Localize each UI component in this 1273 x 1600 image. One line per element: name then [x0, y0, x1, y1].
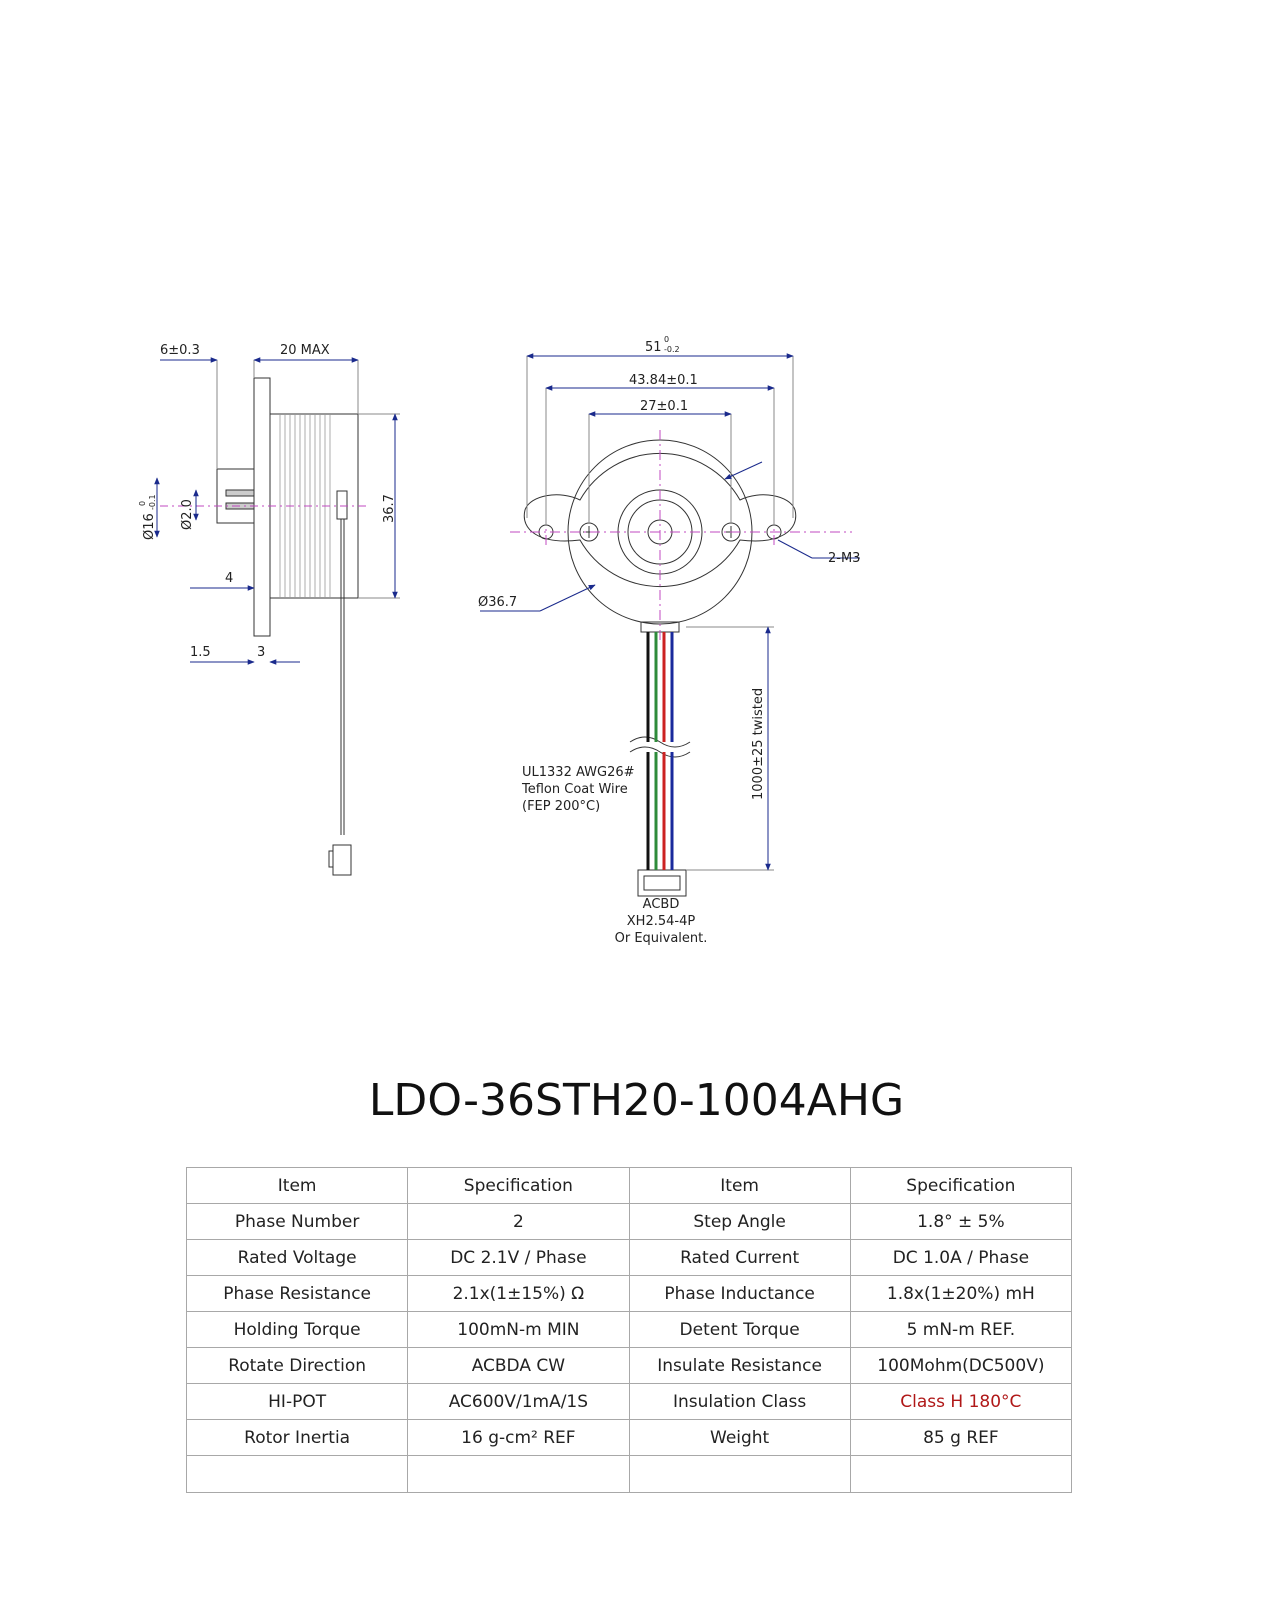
spec-value-cell: 1.8° ± 5% [849, 1203, 1073, 1240]
spec-item-cell: Rated Voltage [185, 1239, 409, 1276]
connector-note-line-3: Or Equivalent. [615, 931, 708, 946]
dim-body-height: 36.7 [382, 494, 397, 523]
dim-screw-spacing: 27±0.1 [640, 399, 688, 414]
side-shaft [225, 489, 255, 497]
connector-note: ACBD XH2.54-4P Or Equivalent. [615, 897, 708, 946]
front-flange-outline [523, 453, 797, 587]
dim-shaft-length: 4 [225, 571, 233, 586]
motor-dimension-drawing: 6±0.3 20 MAX Ø16 0 -0.1 Ø2.0 4 36.7 1.5 … [138, 335, 860, 946]
spec-value-cell: 85 g REF [849, 1419, 1073, 1456]
spec-value-cell: 100mN-m MIN [407, 1311, 630, 1348]
wire-note-line-2: Teflon Coat Wire [521, 782, 628, 797]
side-view-dimensions [154, 357, 398, 665]
spec-item-cell: Insulate Resistance [628, 1347, 851, 1384]
spec-header-cell: Item [628, 1167, 851, 1204]
model-title: LDO-36STH20-1004AHG [368, 1075, 905, 1126]
spec-value-cell: DC 2.1V / Phase [407, 1239, 630, 1276]
spec-item-cell: Holding Torque [185, 1311, 409, 1348]
side-body-ribs [279, 414, 331, 598]
spec-value-cell: 2.1x(1±15%) Ω [407, 1275, 630, 1312]
spec-header-cell: Specification [849, 1167, 1073, 1204]
wire-note-line-1: UL1332 AWG26# [522, 765, 635, 780]
connector-note-line-2: XH2.54-4P [627, 914, 696, 929]
spec-header-cell: Item [185, 1167, 409, 1204]
dim-flange-diameter: Ø16 [142, 513, 157, 540]
spec-item-cell: Insulation Class [628, 1383, 851, 1420]
wire-note: UL1332 AWG26# Teflon Coat Wire (FEP 200°… [521, 765, 635, 814]
spec-value-cell: AC600V/1mA/1S [407, 1383, 630, 1420]
spec-value-cell [407, 1455, 630, 1493]
spec-item-cell: Rated Current [628, 1239, 851, 1276]
dim-body-diameter: Ø36.7 [478, 595, 517, 610]
spec-item-cell [628, 1455, 851, 1493]
spec-item-cell [185, 1455, 409, 1493]
spec-header-cell: Specification [407, 1167, 630, 1204]
dim-offset-a: 1.5 [190, 645, 211, 660]
dim-lead-length: 1000±25 twisted [751, 688, 766, 800]
spec-value-cell: 5 mN-m REF. [849, 1311, 1073, 1348]
front-view-dimensions [480, 353, 860, 871]
spec-item-cell: Phase Number [185, 1203, 409, 1240]
front-view [523, 439, 797, 897]
spec-item-cell: Detent Torque [628, 1311, 851, 1348]
dim-overall-width-tol-lower: -0.2 [664, 345, 680, 354]
dim-flange-diameter-group: Ø16 0 -0.1 [138, 494, 157, 540]
dim-overall-width-group: 51 0 -0.2 [645, 335, 680, 355]
front-center-lines [510, 430, 852, 640]
side-flange [253, 377, 271, 637]
spec-item-cell: Rotate Direction [185, 1347, 409, 1384]
dim-overall-width: 51 [645, 340, 662, 355]
dim-flange-diameter-tol-lower: -0.1 [148, 494, 157, 510]
dim-hole-spacing: 43.84±0.1 [629, 373, 698, 388]
spec-value-cell: 100Mohm(DC500V) [849, 1347, 1073, 1384]
spec-item-cell: Rotor Inertia [185, 1419, 409, 1456]
side-connector [332, 844, 352, 876]
spec-value-cell: ACBDA CW [407, 1347, 630, 1384]
front-connector [637, 869, 687, 897]
spec-value-cell: 16 g-cm² REF [407, 1419, 630, 1456]
dim-flange-thickness: 6±0.3 [160, 343, 200, 358]
spec-value-cell: Class H 180°C [849, 1383, 1073, 1420]
lead-wires [646, 632, 674, 870]
spec-value-cell: 2 [407, 1203, 630, 1240]
spec-table-row [185, 1455, 1073, 1493]
dim-offset-b: 3 [257, 645, 265, 660]
dim-overall-width-tol-upper: 0 [664, 335, 669, 344]
dim-shaft-diameter: Ø2.0 [180, 499, 195, 530]
spec-item-cell: HI-POT [185, 1383, 409, 1420]
spec-value-cell: DC 1.0A / Phase [849, 1239, 1073, 1276]
spec-item-cell: Phase Resistance [185, 1275, 409, 1312]
dim-flange-diameter-tol-upper: 0 [138, 501, 147, 506]
spec-item-cell: Weight [628, 1419, 851, 1456]
connector-note-line-1: ACBD [643, 897, 680, 912]
dim-body-length: 20 MAX [280, 343, 330, 358]
wire-note-line-3: (FEP 200°C) [522, 799, 600, 814]
spec-value-cell: 1.8x(1±20%) mH [849, 1275, 1073, 1312]
dim-mount-holes: 2-M3 [828, 551, 860, 566]
side-view [160, 360, 400, 876]
spec-item-cell: Phase Inductance [628, 1275, 851, 1312]
spec-item-cell: Step Angle [628, 1203, 851, 1240]
spec-value-cell [849, 1455, 1073, 1493]
